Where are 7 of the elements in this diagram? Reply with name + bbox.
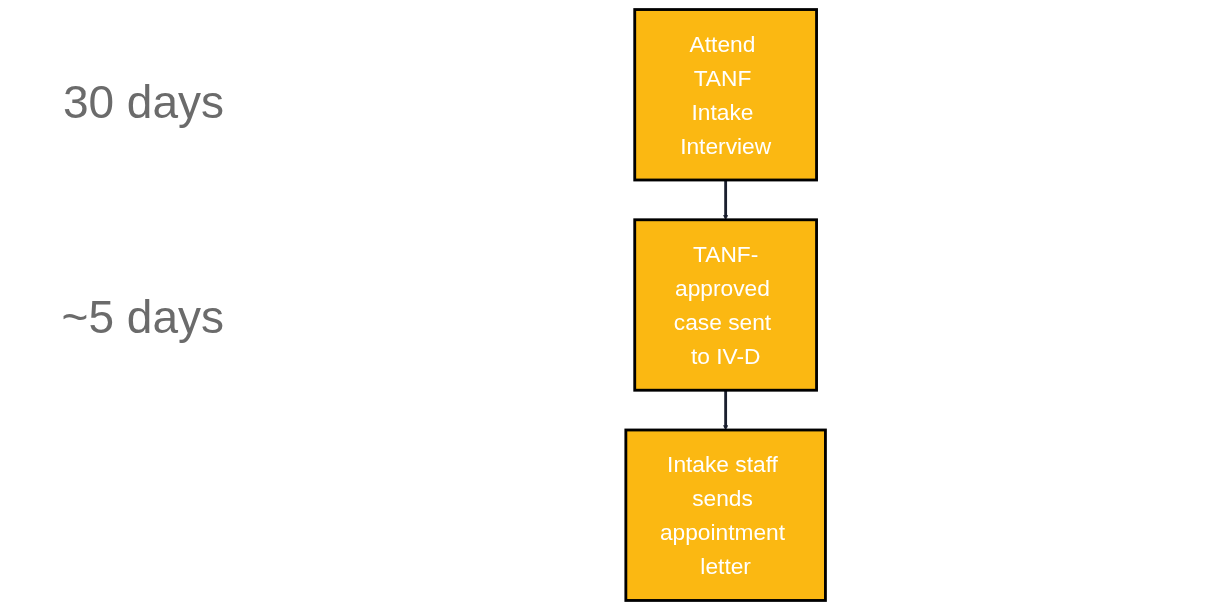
node-box: Attend TANF Intake Interview — [633, 7, 818, 181]
node-box: TANF-approved case sent to IV-D — [633, 217, 818, 392]
arrow — [723, 389, 728, 430]
node-box: Intake staff sends appointment letter — [624, 428, 827, 602]
duration-label: 30 days — [62, 75, 224, 129]
duration-label: ~5 days — [61, 290, 224, 344]
arrow — [723, 179, 728, 220]
